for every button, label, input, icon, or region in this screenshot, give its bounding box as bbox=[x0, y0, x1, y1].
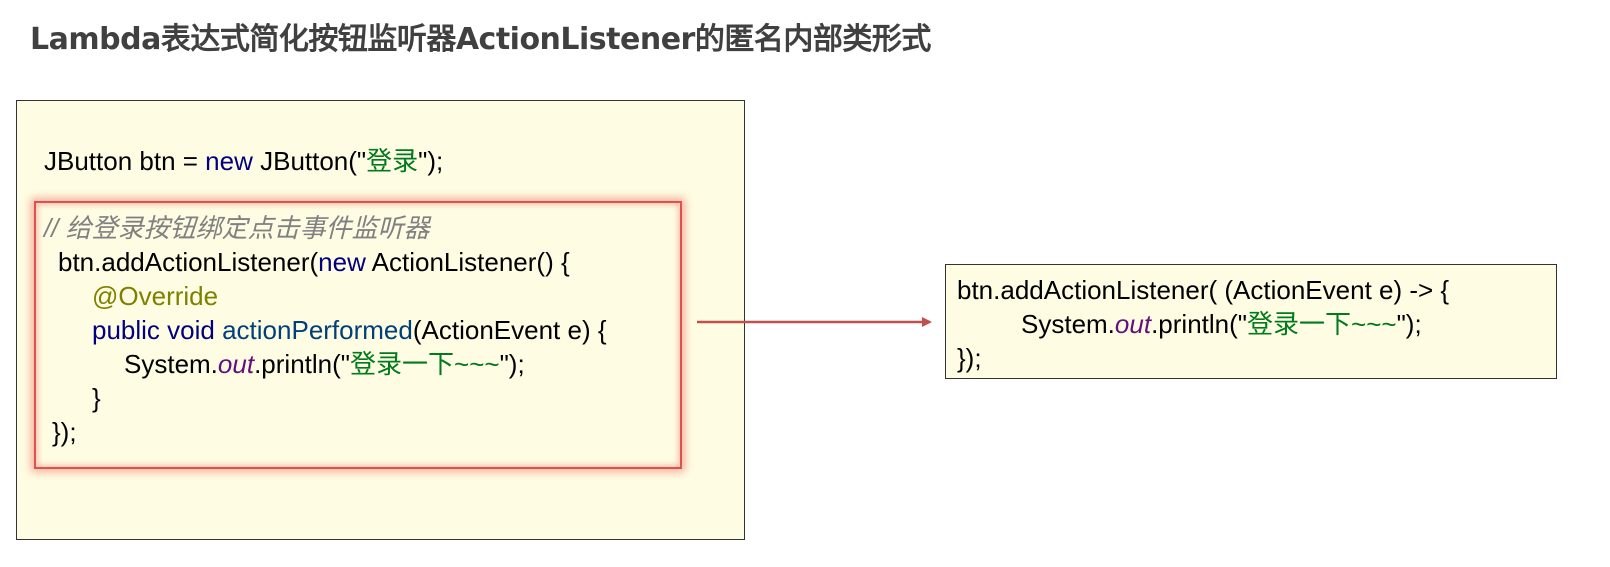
anonymous-class-code-box bbox=[16, 100, 745, 540]
keyword-new: new bbox=[318, 247, 366, 277]
code-text: .println(" bbox=[254, 349, 351, 379]
static-field-out: out bbox=[217, 349, 255, 379]
code-text: .println(" bbox=[1151, 309, 1248, 339]
code-text: (ActionEvent e) { bbox=[412, 315, 607, 345]
code-line-method-signature: public void actionPerformed(ActionEvent … bbox=[92, 313, 607, 347]
code-line-close-method: } bbox=[92, 383, 101, 413]
code-annotation-override: @Override bbox=[92, 281, 219, 311]
lambda-line-close: }); bbox=[957, 343, 982, 373]
keyword-public-void: public void bbox=[92, 315, 215, 345]
lambda-line-println: System.out.println("登录一下~~~"); bbox=[1021, 307, 1422, 341]
slide-title: Lambda表达式简化按钮监听器ActionListener的匿名内部类形式 bbox=[30, 22, 931, 57]
code-line-close-listener: }); bbox=[52, 417, 77, 447]
string-literal: 登录 bbox=[366, 146, 419, 176]
lambda-line-add-listener: btn.addActionListener( (ActionEvent e) -… bbox=[957, 275, 1450, 305]
keyword-new: new bbox=[205, 146, 253, 176]
code-text: "); bbox=[1396, 309, 1422, 339]
code-line-add-listener: btn.addActionListener(new ActionListener… bbox=[58, 245, 570, 279]
code-text: "); bbox=[499, 349, 525, 379]
code-text: ActionListener() { bbox=[365, 247, 570, 277]
static-field-out: out bbox=[1114, 309, 1152, 339]
code-text: JButton(" bbox=[252, 146, 367, 176]
string-literal: 登录一下~~~ bbox=[1247, 309, 1397, 339]
string-literal: 登录一下~~~ bbox=[350, 349, 500, 379]
code-text: JButton btn = bbox=[44, 146, 206, 176]
code-text: System. bbox=[124, 349, 218, 379]
code-text: System. bbox=[1021, 309, 1115, 339]
code-text: btn.addActionListener( bbox=[58, 247, 319, 277]
code-line-jbutton: JButton btn = new JButton("登录"); bbox=[44, 144, 443, 178]
code-comment: // 给登录按钮绑定点击事件监听器 bbox=[44, 213, 430, 243]
anonymous-class-highlight bbox=[34, 201, 682, 469]
method-name: actionPerformed bbox=[222, 315, 413, 345]
lambda-code-box bbox=[945, 264, 1557, 379]
code-line-println: System.out.println("登录一下~~~"); bbox=[124, 347, 525, 381]
code-text: "); bbox=[418, 146, 444, 176]
